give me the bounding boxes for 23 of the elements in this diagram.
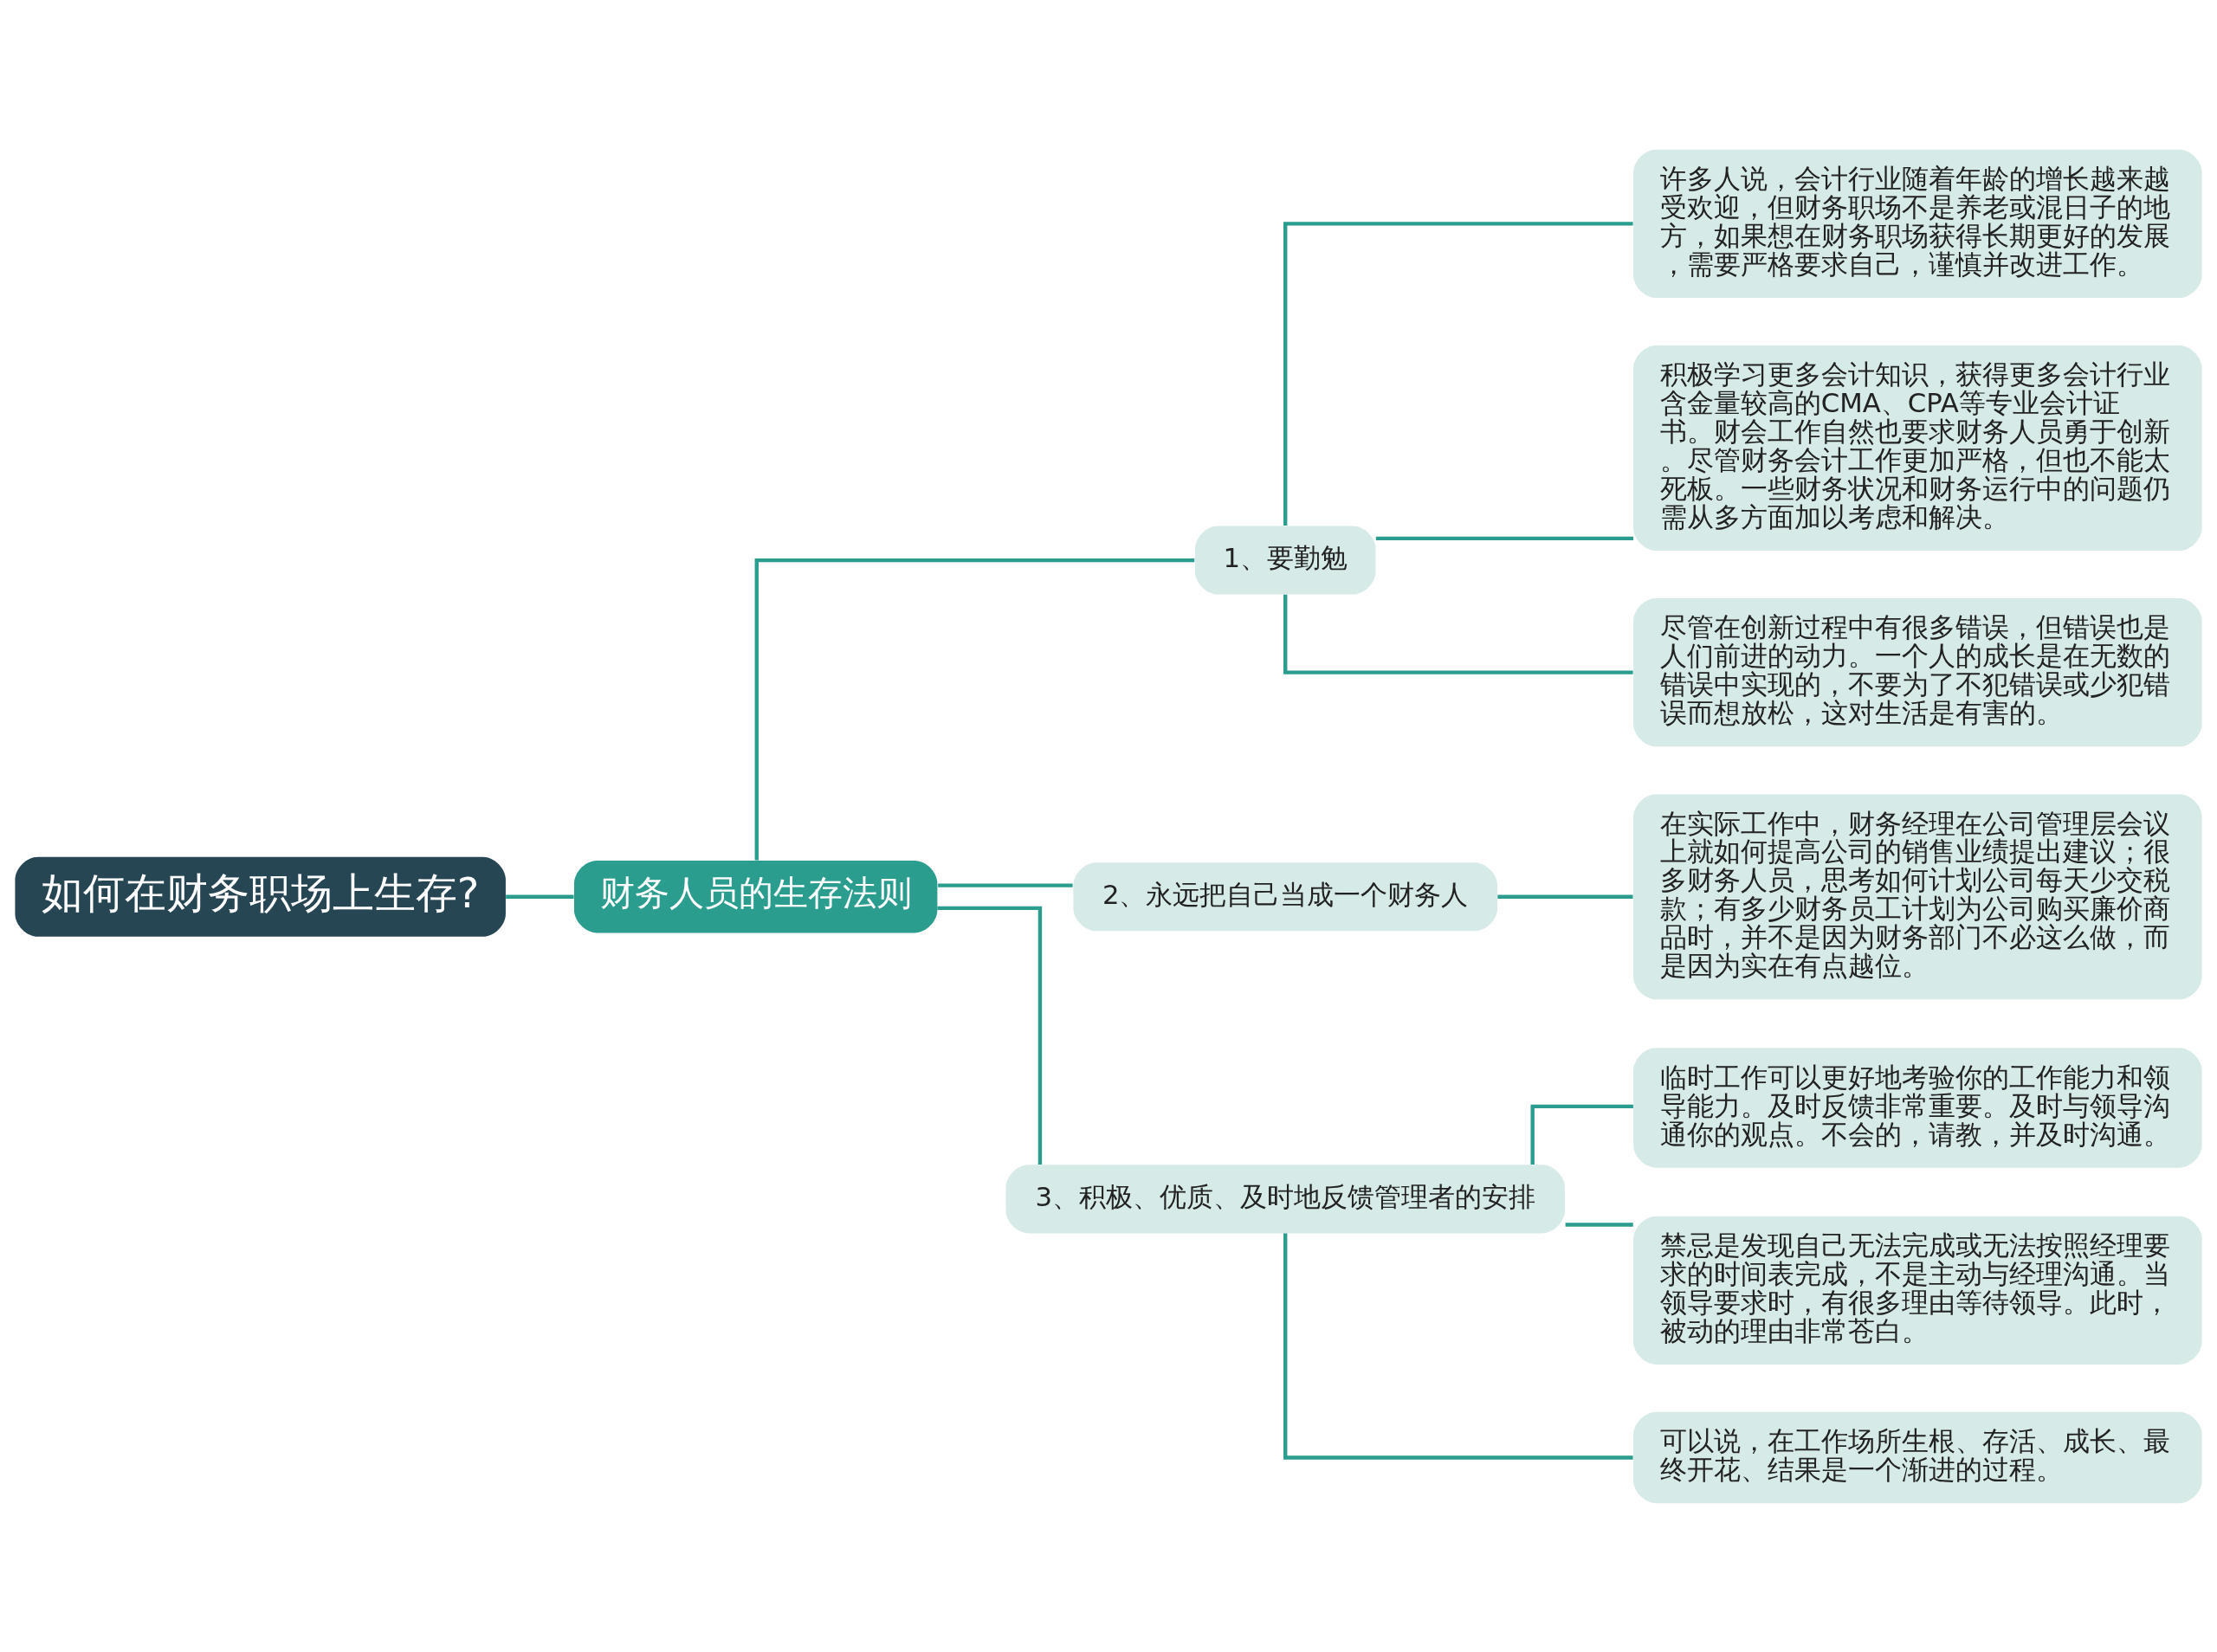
connector	[1283, 1233, 1633, 1460]
node-box: 在实际工作中，财务经理在公司管理层会议上就如何提高公司的销售业绩提出建议；很多财务人员，思考如何计划公司每天少交税款；有多少财务员工计划为公司购买廉价商品时，并不是因为财务部门不必这么做，而是因为实在有点越位。	[1633, 793, 2202, 999]
connector	[937, 906, 1043, 1165]
node-box: 财务人员的生存法则	[573, 860, 938, 932]
node-box: 如何在财务职场上生存?	[15, 856, 506, 937]
node-box: 可以说，在工作场所生根、存活、成长、最终开花、结果是一个渐进的过程。	[1633, 1411, 2202, 1503]
connector	[1283, 221, 1633, 526]
connector	[1283, 594, 1633, 674]
node-box: 尽管在创新过程中有很多错误，但错误也是人们前进的动力。一个人的成长是在无数的错误中实现的，不要为了不犯错误或少犯错误而想放松，这对生活是有害的。	[1633, 597, 2202, 746]
connector	[1375, 536, 1633, 540]
connector	[1530, 1104, 1633, 1165]
node-box: 积极学习更多会计知识，获得更多会计行业含金量较高的CMA、CPA等专业会计证书。财会工作自然也要求财务人员勇于创新。尽管财务会计工作更加严格，但也不能太死板。一些财务状况和财务运行中的问题仍需从多方面加以考虑和解决。	[1633, 345, 2202, 551]
connector	[506, 894, 574, 899]
node-box: 3、积极、优质、及时地反馈管理者的安排	[1005, 1164, 1565, 1233]
node-box: 禁忌是发现自己无法完成或无法按照经理要求的时间表完成，不是主动与经理沟通。当领导要求时，有很多理由等待领导。此时，被动的理由非常苍白。	[1633, 1216, 2202, 1365]
node-box: 许多人说，会计行业随着年龄的增长越来越受欢迎，但财务职场不是养老或混日子的地方，如果想在财务职场获得长期更好的发展，需要严格要求自己，谨慎并改进工作。	[1633, 149, 2202, 298]
connector	[1497, 894, 1633, 899]
node-box: 1、要勤勉	[1194, 526, 1376, 595]
connector	[754, 558, 1195, 860]
node-box: 临时工作可以更好地考验你的工作能力和领导能力。及时反馈非常重要。及时与领导沟通你的观点。不会的，请教，并及时沟通。	[1633, 1047, 2202, 1168]
node-box: 2、永远把自己当成一个财务人	[1073, 861, 1498, 931]
connector	[938, 882, 1073, 887]
connector	[1565, 1222, 1633, 1227]
